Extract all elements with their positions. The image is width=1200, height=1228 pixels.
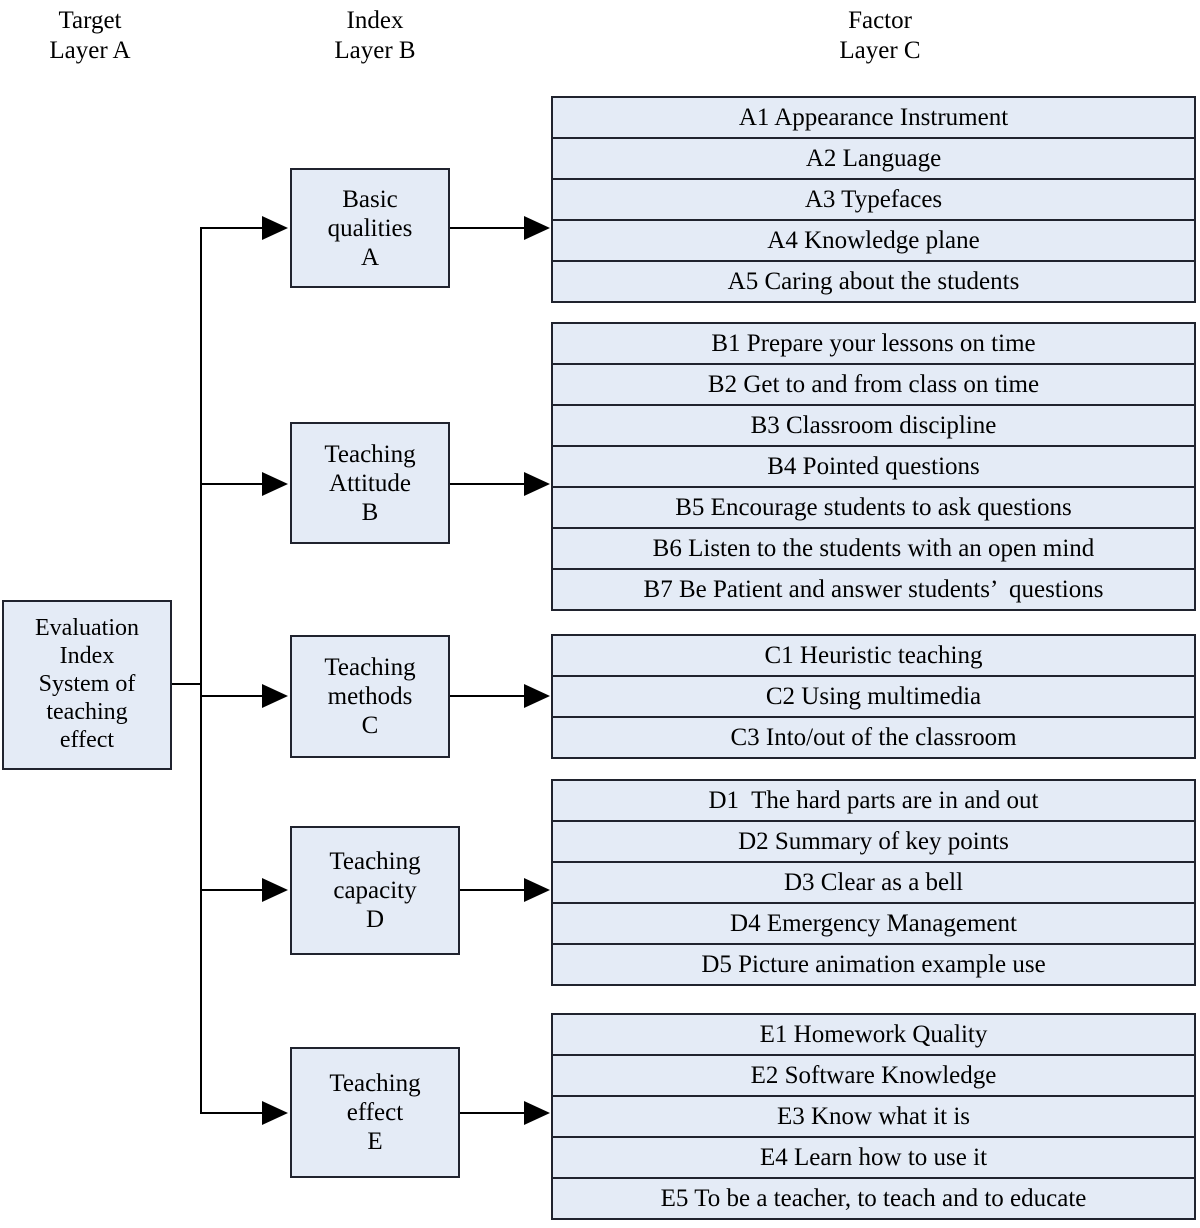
factor-item-a1[interactable]: A1 Appearance Instrument: [551, 96, 1196, 139]
factor-item-b7[interactable]: B7 Be Patient and answer students’ quest…: [551, 568, 1196, 611]
connector-index-c-to-factors: [450, 695, 526, 697]
arrow-trunk-to-index-e: [262, 1101, 288, 1125]
index-node-basic-qualities-a[interactable]: Basic qualities A: [290, 168, 450, 288]
factor-item-b2[interactable]: B2 Get to and from class on time: [551, 363, 1196, 406]
connector-trunk-to-index-c: [200, 695, 264, 697]
factor-item-a5[interactable]: A5 Caring about the students: [551, 260, 1196, 303]
header-factor-layer-c: Factor Layer C: [839, 7, 921, 64]
factor-item-b5[interactable]: B5 Encourage students to ask questions: [551, 486, 1196, 529]
header-target-layer-a: Target Layer A: [49, 7, 131, 64]
factor-item-c3[interactable]: C3 Into/out of the classroom: [551, 716, 1196, 759]
factor-item-b3[interactable]: B3 Classroom discipline: [551, 404, 1196, 447]
factor-item-d5[interactable]: D5 Picture animation example use: [551, 943, 1196, 986]
factor-item-e3[interactable]: E3 Know what it is: [551, 1095, 1196, 1138]
target-node-evaluation-index-system[interactable]: Evaluation Index System of teaching effe…: [2, 600, 172, 770]
arrow-trunk-to-index-d: [262, 878, 288, 902]
arrow-index-e-to-factors: [524, 1101, 550, 1125]
connector-index-b-to-factors: [450, 483, 526, 485]
arrow-index-a-to-factors: [524, 216, 550, 240]
factor-item-e1[interactable]: E1 Homework Quality: [551, 1013, 1196, 1056]
arrow-index-c-to-factors: [524, 684, 550, 708]
connector-index-d-to-factors: [460, 889, 526, 891]
factor-item-b1[interactable]: B1 Prepare your lessons on time: [551, 322, 1196, 365]
index-node-teaching-effect-e[interactable]: Teaching effect E: [290, 1047, 460, 1178]
connector-trunk-vertical: [200, 227, 202, 1114]
connector-trunk-to-index-d: [200, 889, 264, 891]
index-node-teaching-capacity-d[interactable]: Teaching capacity D: [290, 826, 460, 955]
connector-trunk-to-index-a: [200, 227, 264, 229]
factor-item-d1[interactable]: D1 The hard parts are in and out: [551, 779, 1196, 822]
factor-item-d4[interactable]: D4 Emergency Management: [551, 902, 1196, 945]
factor-item-d3[interactable]: D3 Clear as a bell: [551, 861, 1196, 904]
factor-item-b4[interactable]: B4 Pointed questions: [551, 445, 1196, 488]
header-index-layer-b: Index Layer B: [334, 7, 416, 64]
factor-item-e2[interactable]: E2 Software Knowledge: [551, 1054, 1196, 1097]
connector-trunk-to-index-e: [200, 1112, 264, 1114]
factor-item-a3[interactable]: A3 Typefaces: [551, 178, 1196, 221]
arrow-trunk-to-index-a: [262, 216, 288, 240]
connector-index-a-to-factors: [450, 227, 526, 229]
factor-item-e4[interactable]: E4 Learn how to use it: [551, 1136, 1196, 1179]
factor-item-b6[interactable]: B6 Listen to the students with an open m…: [551, 527, 1196, 570]
arrow-index-d-to-factors: [524, 878, 550, 902]
arrow-index-b-to-factors: [524, 472, 550, 496]
arrow-trunk-to-index-c: [262, 684, 288, 708]
factor-item-a2[interactable]: A2 Language: [551, 137, 1196, 180]
index-node-teaching-attitude-b[interactable]: Teaching Attitude B: [290, 422, 450, 544]
factor-item-a4[interactable]: A4 Knowledge plane: [551, 219, 1196, 262]
factor-item-c2[interactable]: C2 Using multimedia: [551, 675, 1196, 718]
connector-target-to-trunk: [172, 683, 202, 685]
index-node-teaching-methods-c[interactable]: Teaching methods C: [290, 635, 450, 758]
factor-item-e5[interactable]: E5 To be a teacher, to teach and to educ…: [551, 1177, 1196, 1220]
factor-item-d2[interactable]: D2 Summary of key points: [551, 820, 1196, 863]
connector-index-e-to-factors: [460, 1112, 526, 1114]
connector-trunk-to-index-b: [200, 483, 264, 485]
factor-item-c1[interactable]: C1 Heuristic teaching: [551, 634, 1196, 677]
arrow-trunk-to-index-b: [262, 472, 288, 496]
